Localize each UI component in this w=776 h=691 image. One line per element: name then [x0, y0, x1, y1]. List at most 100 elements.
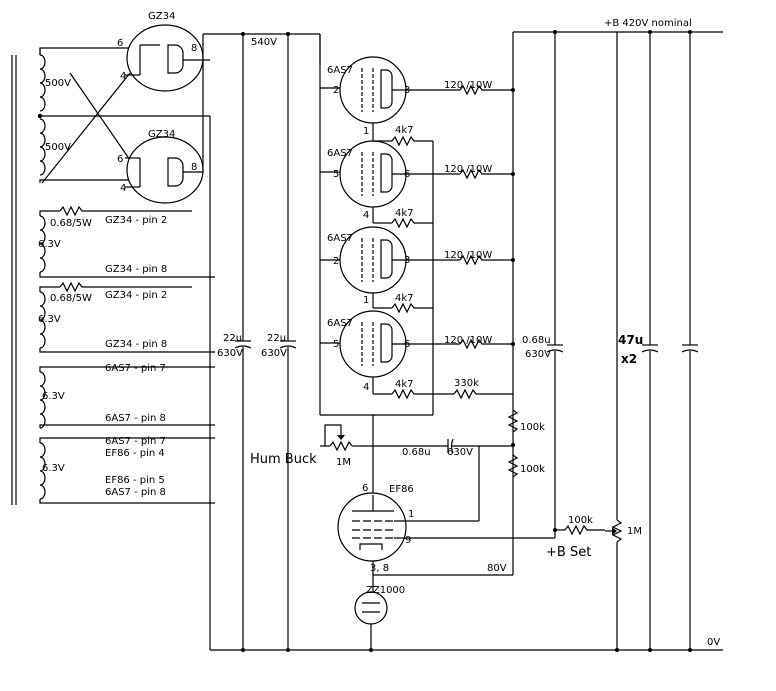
winding-4-bottom-2: 6AS7 - pin 8 [105, 487, 166, 498]
v2-type: 6AS7 [327, 148, 353, 159]
v2-plate-pin: 6 [404, 169, 410, 180]
hv-upper-label: 500V [45, 78, 71, 89]
v3-cathode-pin: 1 [363, 295, 369, 306]
c2-voltage: 630V [261, 348, 287, 359]
rectifier-gz34-1: GZ34 6 4 8 [117, 11, 210, 92]
hum-buck-label[interactable]: Hum Buck [250, 452, 317, 467]
winding-2-bottom: GZ34 - pin 8 [105, 339, 167, 350]
v2-cathode-pin: 4 [363, 210, 369, 221]
v1-grid-pin: 2 [333, 85, 339, 96]
coupling-cap-value: 0.68u [402, 447, 431, 458]
v1-cathode-pin: 1 [363, 126, 369, 137]
heater-resistor-1 [59, 205, 192, 217]
heater-3-voltage: 6.3V [42, 391, 65, 402]
output-bus: 330k 100k 100k [433, 32, 545, 568]
v540-label: 540V [251, 37, 277, 48]
winding-3-bottom: 6AS7 - pin 8 [105, 413, 166, 424]
winding-1-top: GZ34 - pin 2 [105, 215, 167, 226]
heater-2-voltage: 6.3V [38, 314, 61, 325]
v4-grid-pin: 5 [333, 339, 339, 350]
v2-grid-pin: 5 [333, 169, 339, 180]
v2-output-resistor: 120 /10W [444, 164, 492, 175]
gz34-1-type: GZ34 [148, 11, 175, 22]
v3-plate-pin: 3 [404, 255, 410, 266]
output-capacitors: 0.68u 630V 47u x2 [522, 30, 699, 652]
zero-volt-label: 0V [707, 637, 720, 648]
winding-4-top-1: 6AS7 - pin 7 [105, 436, 166, 447]
reference-type: ZZ1000 [366, 585, 405, 596]
heater-windings: 0.68/5W 6.3V GZ34 - pin 2 GZ34 - pin 8 0… [38, 205, 215, 504]
gz34-1-envelope [126, 24, 204, 92]
c1-value: 22u [223, 333, 242, 344]
regulator-6as7-3: 6AS7 2 1 3 120 /10W [327, 226, 514, 308]
v4-output-resistor: 120 /10W [444, 335, 492, 346]
c3-voltage: 630V [525, 349, 551, 360]
gz34-2-pin-a: 6 [117, 154, 123, 165]
v1-type: 6AS7 [327, 65, 353, 76]
gz34-2-type: GZ34 [148, 129, 175, 140]
v80-label: 80V [487, 563, 507, 574]
heater-resistor-2 [59, 281, 192, 293]
ef86-anode-pin: 6 [362, 483, 368, 494]
c1-voltage: 630V [217, 348, 243, 359]
hum-pot-value: 1M [336, 457, 351, 468]
regulator-6as7-1: 6AS7 2 1 3 120 /10W [327, 56, 514, 141]
c4-multiplier: x2 [621, 352, 637, 366]
anode-load-resistor: 330k [454, 378, 479, 389]
heater-4-voltage: 6.3V [42, 463, 65, 474]
c2-value: 22u [267, 333, 286, 344]
v1-grid-resistor: 4k7 [395, 125, 414, 136]
coupling-cap-voltage: 630V [447, 447, 473, 458]
heater-resistor-2-label: 0.68/5W [50, 293, 92, 304]
divider-lower-resistor: 100k [520, 464, 545, 475]
gz34-1-pin-b: 4 [120, 71, 126, 82]
hv-winding-upper [39, 54, 46, 112]
divider-upper-resistor: 100k [520, 422, 545, 433]
ef86-cathode-pins: 3, 8 [370, 563, 389, 574]
ef86-g1-pin: 9 [405, 535, 411, 546]
hum-buck-network: 1M 0.68u 630V Hum Buck [250, 424, 513, 468]
c4-value: 47u [618, 333, 643, 347]
heater-1-voltage: 6.3V [38, 239, 61, 250]
v1-output-resistor: 120 /10W [444, 80, 492, 91]
v4-cathode-pin: 4 [363, 382, 369, 393]
v3-output-resistor: 120 /10W [444, 250, 492, 261]
set-resistor-value: 100k [568, 515, 593, 526]
gz34-1-pin-a: 6 [117, 38, 123, 49]
v1-plate-pin: 3 [404, 85, 410, 96]
v3-grid-pin: 2 [333, 256, 339, 267]
rectifier-gz34-2: GZ34 6 4 8 [117, 60, 204, 204]
hv-top-wire [39, 47, 132, 55]
ef86-type: EF86 [389, 484, 414, 495]
winding-1-bottom: GZ34 - pin 8 [105, 264, 167, 275]
b-plus-set-label[interactable]: +B Set [546, 545, 591, 560]
plate-bus [319, 34, 375, 416]
c3-value: 0.68u [522, 335, 551, 346]
ef86-g2-pin: 1 [408, 509, 414, 520]
winding-3-top: 6AS7 - pin 7 [105, 363, 166, 374]
regulator-6as7-2: 6AS7 5 4 6 120 /10W [327, 140, 514, 223]
gz34-1-pin-out: 8 [191, 43, 197, 54]
hv-cross-wire-1 [41, 72, 131, 184]
hv-bottom-wire [39, 179, 130, 183]
winding-4-top-2: EF86 - pin 4 [105, 448, 165, 459]
hv-lower-label: 500V [45, 142, 71, 153]
cathode-network: 4k7 4k7 4k7 4k7 [372, 125, 434, 495]
v2-grid-resistor: 4k7 [395, 208, 414, 219]
gz34-2-pin-out: 8 [191, 162, 197, 173]
v4-grid-resistor: 4k7 [395, 379, 414, 390]
v3-grid-resistor: 4k7 [395, 293, 414, 304]
error-amp-ef86: EF86 6 1 9 3, 8 80V [337, 446, 556, 576]
winding-4-bottom-1: EF86 - pin 5 [105, 475, 165, 486]
hv-winding-lower [39, 118, 46, 176]
reference-zz1000: ZZ1000 [354, 575, 405, 652]
reservoir-capacitors: 22u 630V 22u 630V [217, 32, 297, 652]
regulator-6as7-4: 6AS7 5 4 6 120 /10W [327, 310, 514, 394]
v4-plate-pin: 6 [404, 339, 410, 350]
set-pot-value: 1M [627, 526, 642, 537]
v3-type: 6AS7 [327, 233, 353, 244]
winding-2-top: GZ34 - pin 2 [105, 290, 167, 301]
gz34-2-pin-b: 4 [120, 183, 126, 194]
